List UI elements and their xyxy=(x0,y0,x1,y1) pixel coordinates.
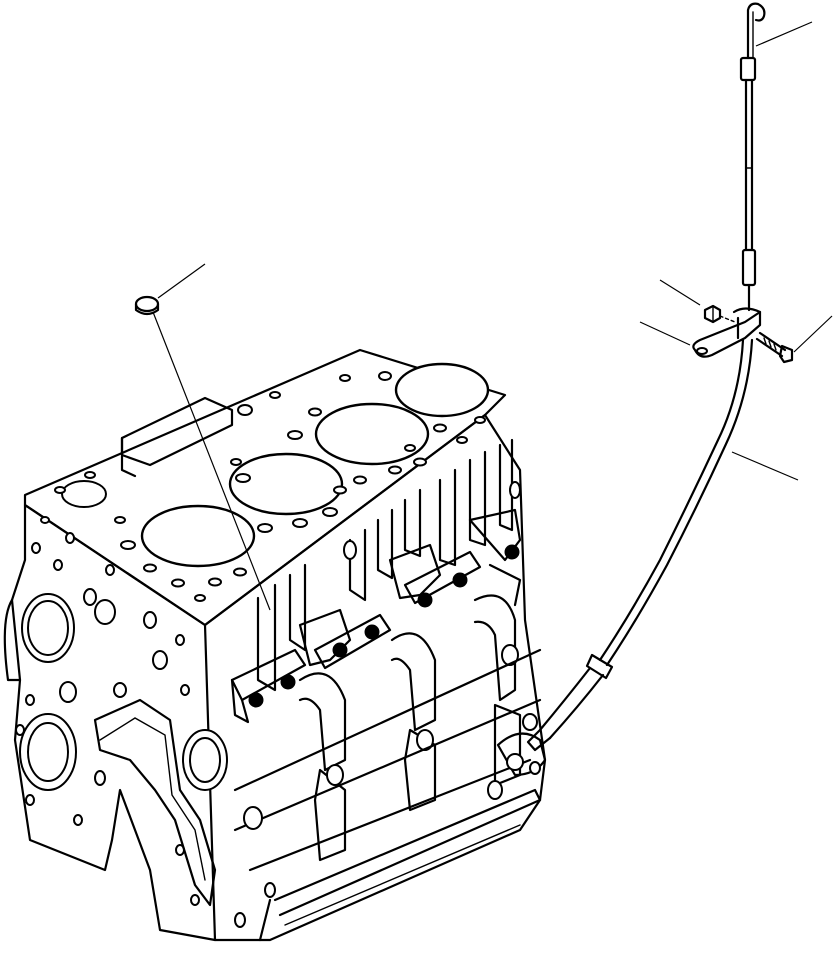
oil-level-gauge xyxy=(739,2,813,312)
front-face-features xyxy=(15,532,228,907)
block-deck-boss xyxy=(120,396,234,467)
cylinder-bore-4 xyxy=(394,362,490,418)
crankcase-ribs xyxy=(256,438,521,692)
gauge-handle xyxy=(746,2,766,60)
cylinder-bore-3 xyxy=(314,402,430,466)
block-front-face xyxy=(10,503,217,942)
gauge-tube-boss xyxy=(496,713,547,777)
cylinder-bore-2 xyxy=(228,452,344,516)
bracket-leader xyxy=(639,321,691,346)
bolt xyxy=(755,315,833,364)
deck-bolt-holes xyxy=(40,371,486,602)
main-bearing-caps xyxy=(230,508,522,724)
crank-saddles xyxy=(298,594,522,862)
plug xyxy=(134,263,271,611)
cylinder-bore-1 xyxy=(140,504,256,568)
bolt-leader xyxy=(793,315,833,353)
tube-leader xyxy=(731,451,799,481)
plug-center-line xyxy=(152,311,271,611)
plug-leader xyxy=(157,263,206,299)
nut-leader xyxy=(659,279,701,306)
cylinder-block xyxy=(3,348,547,942)
nut xyxy=(659,279,736,324)
gauge-leader xyxy=(755,21,813,47)
bracket xyxy=(639,307,762,358)
oil-pan-rail xyxy=(233,648,542,942)
gauge-guide-tube xyxy=(526,338,799,752)
